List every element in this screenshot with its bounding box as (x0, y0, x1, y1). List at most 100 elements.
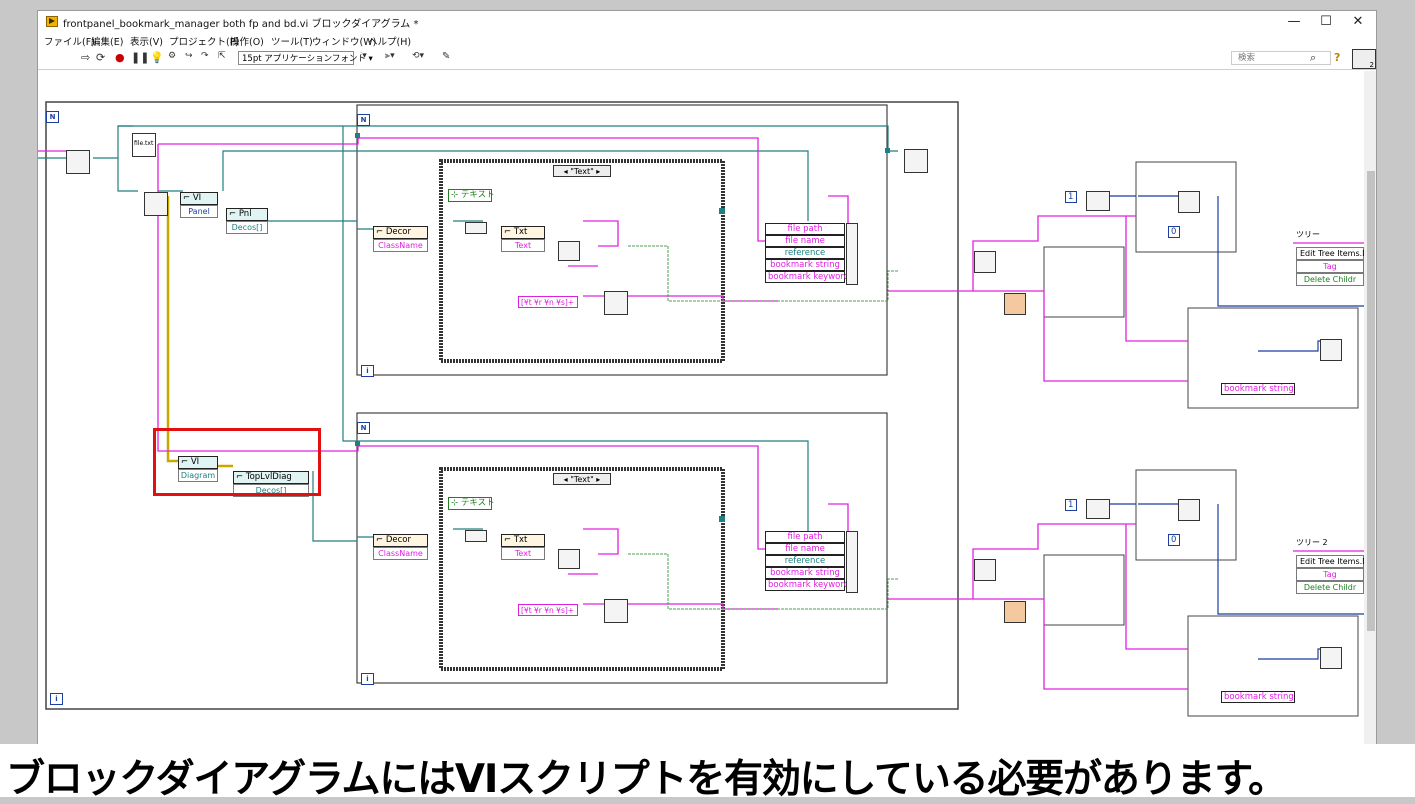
step-out-icon[interactable]: ⇱ (218, 51, 226, 61)
search-array-2-icon[interactable] (1004, 601, 1026, 623)
tree1-delete-children-property[interactable]: Delete Childr (1296, 273, 1364, 286)
cluster-field-file-name-1[interactable]: file name (765, 235, 845, 247)
panel-property[interactable]: Panel (180, 205, 218, 218)
search-array-1-icon[interactable] (1004, 293, 1026, 315)
reorder-icon[interactable]: ⟲▾ (412, 51, 425, 61)
index-array-2-icon[interactable] (1178, 499, 1200, 521)
string-function-2b-icon[interactable] (604, 599, 628, 623)
step-into-icon[interactable]: ↪ (185, 51, 193, 61)
pnl-property-node[interactable]: ⌐ Pnl (226, 208, 268, 221)
regex-constant-2[interactable]: [¥t ¥r ¥n ¥s]+ (518, 604, 578, 616)
txt-property-node-2[interactable]: ⌐ Txt (501, 534, 545, 547)
abort-icon[interactable]: ● (115, 51, 125, 64)
sort-array-2-icon[interactable] (974, 559, 996, 581)
to-more-specific-2-icon[interactable] (465, 530, 487, 542)
search-input[interactable]: 検索 (1231, 51, 1331, 65)
align-objects-icon[interactable]: ⫶▾ (360, 51, 367, 61)
diagram-property[interactable]: Diagram (178, 469, 218, 482)
string-function-1a-icon[interactable] (558, 241, 580, 261)
index-array-1-icon[interactable] (1178, 191, 1200, 213)
decor-property-node-1[interactable]: ⌐ Decor (373, 226, 428, 239)
outer-loop-count-terminal[interactable]: N (46, 111, 59, 123)
loop2-count-terminal[interactable]: N (357, 422, 370, 434)
loop2-iteration-terminal[interactable]: i (361, 673, 374, 685)
menu-edit[interactable]: 編集(E) (91, 37, 124, 48)
zero-constant-2[interactable]: 0 (1168, 534, 1180, 546)
loop1-iteration-terminal[interactable]: i (361, 365, 374, 377)
build-array-2-icon[interactable] (1086, 499, 1110, 519)
text-constant-1[interactable]: ⊹ テキスト (448, 189, 495, 202)
menu-window[interactable]: ウィンドウ(W) (312, 37, 377, 48)
merge-node-icon[interactable] (66, 150, 90, 174)
cluster-field-reference-2[interactable]: reference (765, 555, 845, 567)
scrollbar-thumb[interactable] (1367, 171, 1375, 631)
vertical-scrollbar[interactable] (1364, 71, 1376, 745)
decor-property-node-2[interactable]: ⌐ Decor (373, 534, 428, 547)
sort-array-1-icon[interactable] (974, 251, 996, 273)
toplvldiag-property-node[interactable]: ⌐ TopLvlDiag (233, 471, 309, 484)
tree1-tag-property[interactable]: Tag (1296, 260, 1364, 273)
bundle-by-name-1-icon[interactable] (846, 223, 858, 285)
numeric-constant-2[interactable]: 1 (1065, 499, 1077, 511)
run-arrow-icon[interactable]: ⇨ (81, 51, 91, 64)
unbundle-bookmark-string-1[interactable]: bookmark string (1221, 383, 1295, 395)
menu-view[interactable]: 表示(V) (130, 37, 163, 48)
text-property-1[interactable]: Text (501, 239, 545, 252)
zero-constant-1[interactable]: 0 (1168, 226, 1180, 238)
help-icon[interactable]: ? (1334, 51, 1341, 64)
insert-array-1-icon[interactable] (1320, 339, 1342, 361)
cluster-field-bookmark-keyword-2[interactable]: bookmark keyword (765, 579, 849, 591)
case-selector-1[interactable]: ◂ "Text" ▸ (553, 165, 611, 177)
distribute-objects-icon[interactable]: ⫸▾ (385, 51, 395, 61)
text-constant-2[interactable]: ⊹ テキスト (448, 497, 495, 510)
to-more-specific-1-icon[interactable] (465, 222, 487, 234)
tree2-tag-property[interactable]: Tag (1296, 568, 1364, 581)
cluster-field-bookmark-string-2[interactable]: bookmark string (765, 567, 845, 579)
font-select[interactable]: 15pt アプリケーションフォント ▾ (238, 51, 373, 65)
cluster-field-file-path-1[interactable]: file path (765, 223, 845, 235)
run-continuously-icon[interactable]: ⟳ (96, 51, 106, 64)
classname-property-1[interactable]: ClassName (373, 239, 428, 252)
vi-property-node-2[interactable]: ⌐ VI (178, 456, 218, 469)
write-file-icon[interactable] (904, 149, 928, 173)
text-property-2[interactable]: Text (501, 547, 545, 560)
minimize-button[interactable]: — (1287, 14, 1301, 29)
bundle-by-name-2-icon[interactable] (846, 531, 858, 593)
file-path-constant[interactable]: file.txt (132, 133, 156, 157)
cluster-field-bookmark-keyword-1[interactable]: bookmark keyword (765, 271, 849, 283)
retain-wire-values-icon[interactable]: ⚙ (168, 51, 177, 61)
menu-project[interactable]: プロジェクト(P) (169, 37, 240, 48)
search-icon[interactable]: ⌕ (1310, 51, 1317, 64)
regex-constant-1[interactable]: [¥t ¥r ¥n ¥s]+ (518, 296, 578, 308)
menu-file[interactable]: ファイル(F) (44, 37, 95, 48)
tree1-edit-items-property[interactable]: Edit Tree Items.D (1296, 247, 1364, 260)
outer-loop-iteration-terminal[interactable]: i (50, 693, 63, 705)
tree2-edit-items-property[interactable]: Edit Tree Items.D (1296, 555, 1364, 568)
cluster-field-file-path-2[interactable]: file path (765, 531, 845, 543)
string-function-1b-icon[interactable] (604, 291, 628, 315)
maximize-button[interactable]: ☐ (1320, 14, 1332, 29)
unbundle-bookmark-string-2[interactable]: bookmark string (1221, 691, 1295, 703)
block-diagram[interactable]: N i N i N i file.txt ⌐ VI Panel ⌐ Pnl De… (38, 71, 1364, 745)
menu-help[interactable]: ヘルプ(H) (368, 37, 412, 48)
string-function-2a-icon[interactable] (558, 549, 580, 569)
pause-icon[interactable]: ❚❚ (131, 51, 150, 64)
this-vi-reference-icon[interactable] (144, 192, 168, 216)
insert-array-2-icon[interactable] (1320, 647, 1342, 669)
loop1-count-terminal[interactable]: N (357, 114, 370, 126)
cleanup-diagram-icon[interactable]: ✎ (442, 51, 451, 62)
menu-tools[interactable]: ツール(T) (271, 37, 313, 48)
cluster-field-bookmark-string-1[interactable]: bookmark string (765, 259, 845, 271)
step-over-icon[interactable]: ↷ (201, 51, 209, 61)
case-selector-2[interactable]: ◂ "Text" ▸ (553, 473, 611, 485)
vi-icon-connector[interactable]: 2 (1352, 49, 1376, 69)
cluster-field-file-name-2[interactable]: file name (765, 543, 845, 555)
menu-operate[interactable]: 操作(O) (230, 37, 264, 48)
tree2-delete-children-property[interactable]: Delete Childr (1296, 581, 1364, 594)
build-array-1-icon[interactable] (1086, 191, 1110, 211)
close-button[interactable]: ✕ (1352, 14, 1364, 29)
cluster-field-reference-1[interactable]: reference (765, 247, 845, 259)
vi-property-node[interactable]: ⌐ VI (180, 192, 218, 205)
classname-property-2[interactable]: ClassName (373, 547, 428, 560)
txt-property-node-1[interactable]: ⌐ Txt (501, 226, 545, 239)
